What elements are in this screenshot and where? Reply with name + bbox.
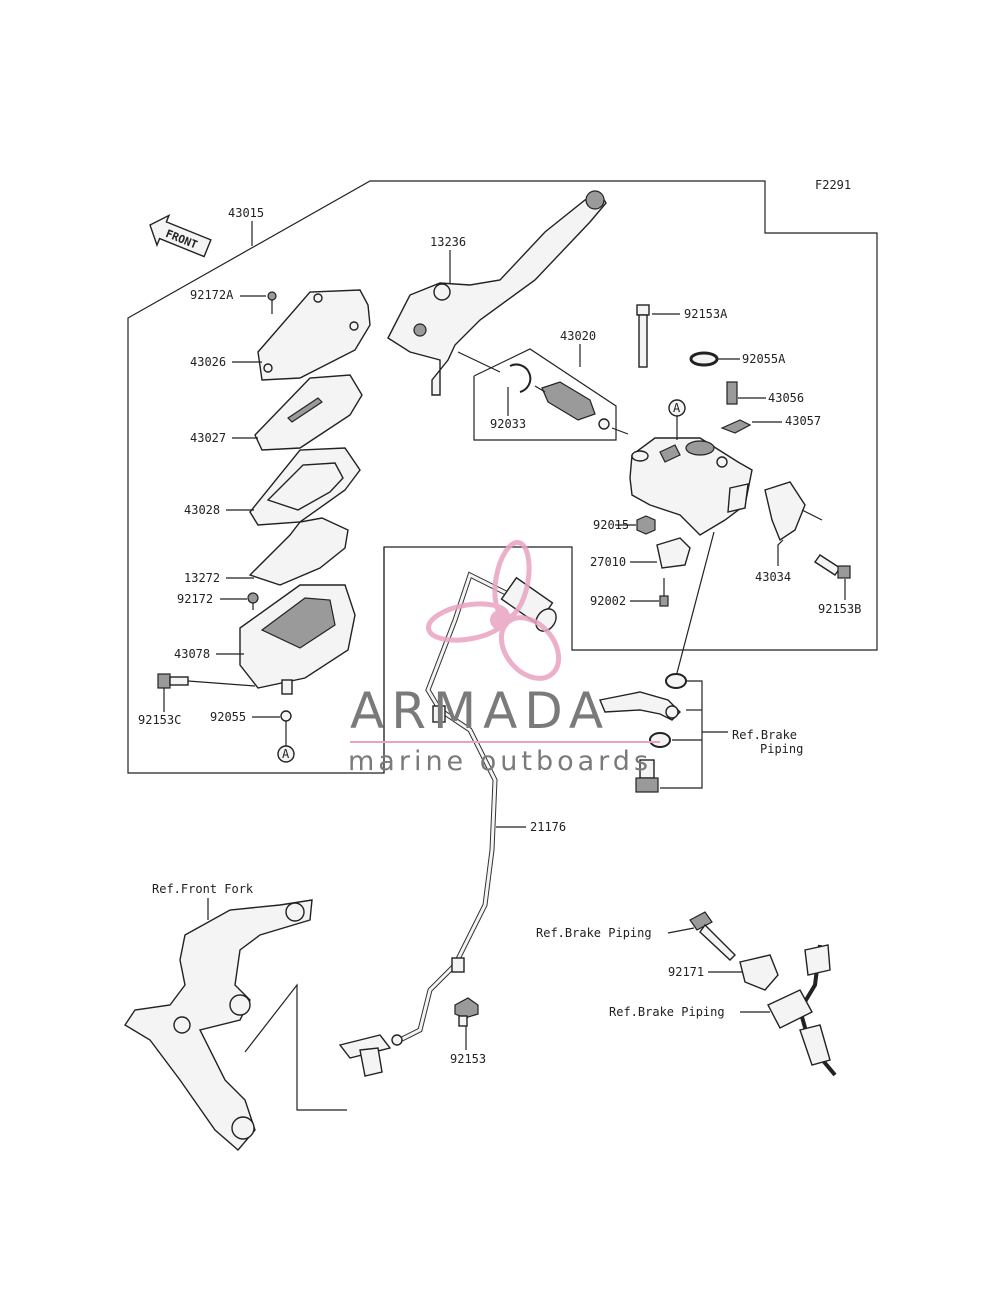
cap-43057 bbox=[720, 419, 752, 434]
label-92033: 92033 bbox=[490, 417, 526, 431]
label-43020: 43020 bbox=[560, 329, 596, 343]
sensor-cable-21176 bbox=[338, 571, 557, 1077]
reservoir-body bbox=[239, 584, 356, 695]
label-92153B: 92153B bbox=[818, 602, 861, 616]
watermark-logo bbox=[425, 539, 562, 681]
label-92055: 92055 bbox=[210, 710, 246, 724]
clamp-43034 bbox=[764, 481, 806, 542]
label-92172A: 92172A bbox=[190, 288, 234, 302]
bolt-92153 bbox=[454, 997, 479, 1027]
washer-lower bbox=[649, 732, 671, 748]
oring-92055A bbox=[689, 351, 719, 367]
label-43026: 43026 bbox=[190, 355, 226, 369]
label-92153A: 92153A bbox=[684, 307, 728, 321]
label-ref-brake-piping-2: Ref.Brake Piping bbox=[536, 926, 652, 940]
washer-upper bbox=[665, 673, 687, 689]
oring-92055 bbox=[280, 710, 292, 722]
label-43078: 43078 bbox=[174, 647, 210, 661]
label-a-right: A bbox=[673, 401, 681, 415]
reservoir-cap bbox=[257, 289, 371, 381]
label-92015: 92015 bbox=[593, 518, 629, 532]
nut-92015 bbox=[636, 515, 656, 535]
label-43027: 43027 bbox=[190, 431, 226, 445]
label-92172: 92172 bbox=[177, 592, 213, 606]
pushrod-kit-box bbox=[473, 348, 617, 441]
label-a-left: A bbox=[282, 747, 290, 761]
label-ref-brake-piping-1b: Piping bbox=[760, 742, 803, 756]
assembly-outline bbox=[127, 180, 878, 774]
reservoir-float bbox=[248, 517, 349, 586]
reservoir-screw-92172 bbox=[247, 592, 259, 610]
label-ref-brake-piping-1: Ref.Brake bbox=[732, 728, 797, 742]
brake-pipe-right bbox=[767, 944, 837, 1077]
brake-hose-fitting bbox=[599, 691, 681, 721]
label-43015: 43015 bbox=[228, 206, 264, 220]
label-ref-brake-piping-3: Ref.Brake Piping bbox=[609, 1005, 725, 1019]
label-13236: 13236 bbox=[430, 235, 466, 249]
label-21176: 21176 bbox=[530, 820, 566, 834]
snap-ring-92033 bbox=[509, 363, 532, 393]
label-92153C: 92153C bbox=[138, 713, 181, 727]
label-ref-front-fork: Ref.Front Fork bbox=[152, 882, 254, 896]
bolt-92153B bbox=[814, 554, 851, 579]
front-fork-bracket bbox=[124, 899, 313, 1151]
label-43057: 43057 bbox=[785, 414, 821, 428]
label-92171: 92171 bbox=[668, 965, 704, 979]
master-cylinder-body bbox=[629, 437, 753, 536]
bleeder-43056 bbox=[726, 381, 738, 405]
label-92055A: 92055A bbox=[742, 352, 786, 366]
watermark-tagline: marine outboards bbox=[348, 746, 652, 777]
reservoir-diaphragm bbox=[249, 447, 361, 526]
bolt-92153C bbox=[157, 673, 256, 689]
watermark-brand: ARMADA bbox=[350, 682, 610, 740]
bolt-92171 bbox=[689, 911, 736, 961]
piping-bracket bbox=[739, 954, 779, 991]
label-92002: 92002 bbox=[590, 594, 626, 608]
label-43034: 43034 bbox=[755, 570, 791, 584]
reservoir-plate bbox=[254, 374, 363, 451]
label-43056: 43056 bbox=[768, 391, 804, 405]
piston-assembly bbox=[534, 381, 610, 430]
label-92153: 92153 bbox=[450, 1052, 486, 1066]
banjo-bolt bbox=[635, 759, 659, 793]
bolt-92153A bbox=[636, 304, 650, 368]
brake-lever bbox=[387, 190, 607, 396]
figure-code: F2291 bbox=[815, 178, 851, 192]
label-43028: 43028 bbox=[184, 503, 220, 517]
reservoir-screw-92172A bbox=[267, 291, 277, 314]
label-13272: 13272 bbox=[184, 571, 220, 585]
switch-27010 bbox=[656, 537, 691, 569]
label-27010: 27010 bbox=[590, 555, 626, 569]
fork-area-outline bbox=[244, 983, 347, 1111]
screw-92002 bbox=[659, 578, 669, 607]
front-arrow: FRONT bbox=[149, 213, 212, 258]
